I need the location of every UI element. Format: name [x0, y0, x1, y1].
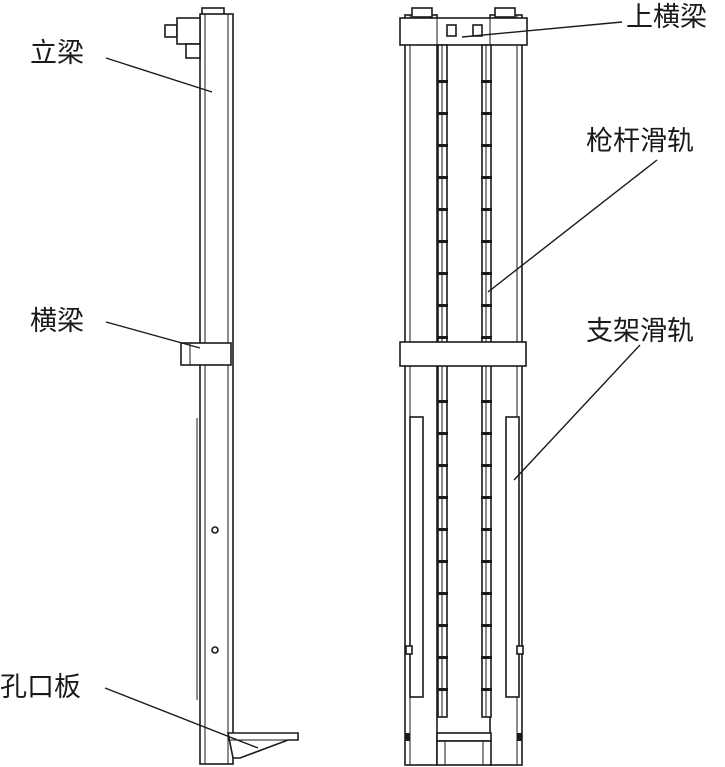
rail-tick: [481, 240, 492, 243]
side-view: [164, 7, 299, 765]
rail-tick: [437, 688, 448, 691]
orifice-plate: [227, 732, 299, 759]
rail-tick: [481, 304, 492, 307]
rail-tick: [437, 656, 448, 659]
bracket-rail-left: [409, 416, 424, 698]
leader-bracket-rail: [513, 344, 641, 481]
rail-tick: [481, 208, 492, 211]
rail-tick: [437, 464, 448, 467]
rail-tick: [481, 400, 492, 403]
leader-gun-rod-rail: [487, 159, 658, 293]
rail-tick: [437, 432, 448, 435]
rail-tick: [437, 624, 448, 627]
rail-tick: [481, 432, 492, 435]
rail-tick: [437, 304, 448, 307]
leader-orifice-plate: [104, 687, 259, 749]
leader-lines: [104, 21, 658, 749]
rail-tick: [437, 560, 448, 563]
front-view: [399, 7, 528, 766]
rail-tick: [481, 144, 492, 147]
rail-tick: [437, 176, 448, 179]
rail-tick: [437, 528, 448, 531]
rail-tick: [481, 80, 492, 83]
crossbeam-block: [180, 342, 232, 366]
rail-tick: [437, 144, 448, 147]
leader-crossbeam: [105, 321, 201, 349]
gun-rod-rail-right: [481, 44, 492, 718]
rail-tick: [437, 240, 448, 243]
middle-crossbeam: [399, 341, 527, 367]
rail-tick: [437, 80, 448, 83]
rail-tick: [437, 400, 448, 403]
rail-tick: [481, 176, 492, 179]
rail-tick: [481, 560, 492, 563]
rail-tick: [481, 624, 492, 627]
label-bracket-rail: 支架滑轨: [586, 316, 694, 347]
rail-tick: [437, 208, 448, 211]
rail-tick: [481, 336, 492, 339]
label-crossbeam: 横梁: [30, 306, 84, 337]
bottom-frame: [405, 732, 522, 766]
rail-tick: [437, 592, 448, 595]
rail-tick: [437, 496, 448, 499]
gun-rod-rail-left: [437, 44, 448, 718]
upright-beam: [196, 7, 234, 765]
label-upper-crossbeam: 上横梁: [626, 2, 707, 33]
rail-tick: [437, 272, 448, 275]
rail-tick: [437, 112, 448, 115]
label-orifice-plate: 孔口板: [0, 672, 81, 703]
label-gun-rod-rail: 枪杆滑轨: [586, 126, 694, 157]
rail-tick: [481, 272, 492, 275]
rail-tick: [481, 656, 492, 659]
rail-tick: [481, 464, 492, 467]
rail-tick: [481, 688, 492, 691]
rail-tick: [481, 592, 492, 595]
rail-tick: [481, 528, 492, 531]
bracket-rail-right: [505, 416, 520, 698]
leader-upright-beam: [105, 57, 213, 93]
upper-crossbeam: [399, 17, 528, 46]
rail-ticks: [437, 80, 492, 691]
label-upright-beam: 立梁: [30, 38, 84, 69]
top-clamp: [164, 17, 201, 59]
leader-upper-crossbeam: [461, 21, 623, 38]
rail-tick: [437, 336, 448, 339]
rail-tick: [481, 496, 492, 499]
rail-tick: [481, 112, 492, 115]
